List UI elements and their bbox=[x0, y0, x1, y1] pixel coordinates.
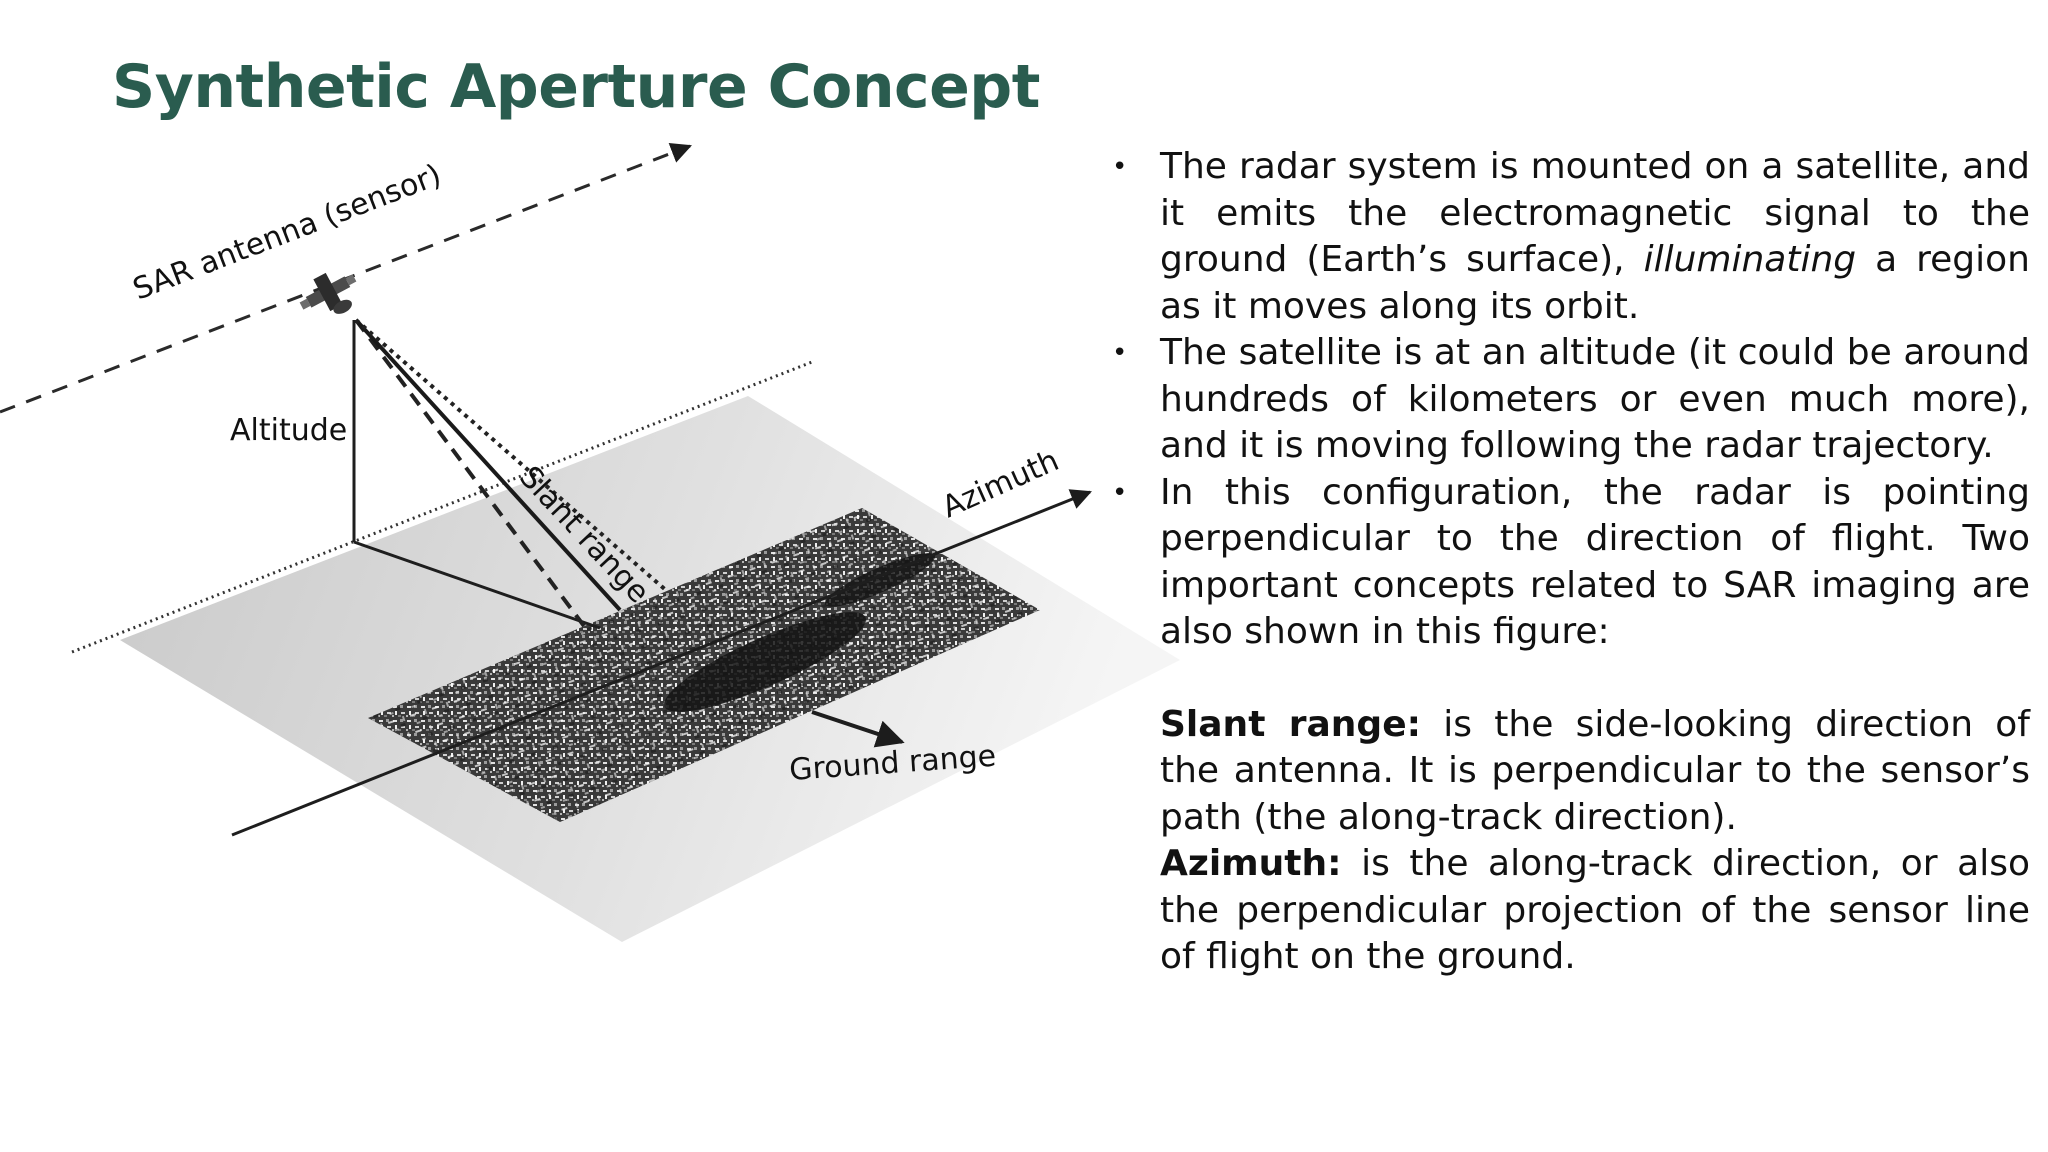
ground-range-arrow bbox=[811, 710, 905, 748]
sar-antenna-label: SAR antenna (sensor) bbox=[128, 158, 446, 308]
bullet-marker: • bbox=[1112, 152, 1128, 182]
sar-geometry-figure: SAR antenna (sensor) Altitude Slant rang… bbox=[0, 130, 1200, 970]
ground-track-dotted-line bbox=[71, 360, 813, 654]
bullet-text-part: The radar system is mounted on a satelli… bbox=[1160, 146, 2030, 280]
definition-azimuth: Azimuth: is the along-track direction, o… bbox=[1160, 841, 2030, 981]
definition-text: is the along-track direction, or also th… bbox=[1160, 843, 2030, 977]
definition-term: Azimuth: bbox=[1160, 843, 1342, 884]
definition-text: is the side-looking direction of the ant… bbox=[1160, 703, 2030, 838]
beam-edge-dashed-near bbox=[354, 318, 586, 628]
beam-edge-dotted-far bbox=[354, 318, 670, 594]
bullet-item-altitude: • The satellite is at an altitude (it co… bbox=[1112, 330, 2030, 470]
nadir-to-footprint-line bbox=[353, 540, 601, 630]
azimuth-arrow bbox=[231, 489, 1092, 837]
bullet-item-configuration: • In this configuration, the radar is po… bbox=[1112, 470, 2030, 656]
azimuth-label: Azimuth bbox=[937, 443, 1064, 525]
bullet-marker: • bbox=[1112, 338, 1128, 368]
sar-image-dark-feature-2 bbox=[824, 553, 936, 607]
explanation-text-panel: • The radar system is mounted on a satel… bbox=[1112, 144, 2030, 981]
sar-image-dark-feature bbox=[664, 612, 866, 712]
bullet-list: • The radar system is mounted on a satel… bbox=[1112, 144, 2030, 656]
definitions-block: Slant range: is the side-looking directi… bbox=[1112, 702, 2030, 981]
definition-term: Slant range: bbox=[1160, 703, 1422, 745]
slant-range-line bbox=[354, 318, 622, 612]
bullet-marker: • bbox=[1112, 477, 1128, 508]
slide-title: Synthetic Aperture Concept bbox=[112, 52, 1040, 122]
sar-geometry-diagram: SAR antenna (sensor) Altitude Slant rang… bbox=[0, 143, 1180, 942]
bullet-text-part: a region as it moves along its orbit. bbox=[1160, 239, 2030, 327]
bullet-text: The satellite is at an altitude (it coul… bbox=[1160, 332, 2030, 466]
bullet-text-emphasis: illuminating bbox=[1643, 239, 1857, 280]
bullet-item-radar-system: • The radar system is mounted on a satel… bbox=[1112, 144, 2030, 330]
altitude-label: Altitude bbox=[230, 413, 347, 448]
bullet-text: In this configuration, the radar is poin… bbox=[1160, 471, 2030, 653]
satellite-icon bbox=[299, 272, 357, 314]
definition-slant-range: Slant range: is the side-looking directi… bbox=[1160, 702, 2030, 842]
